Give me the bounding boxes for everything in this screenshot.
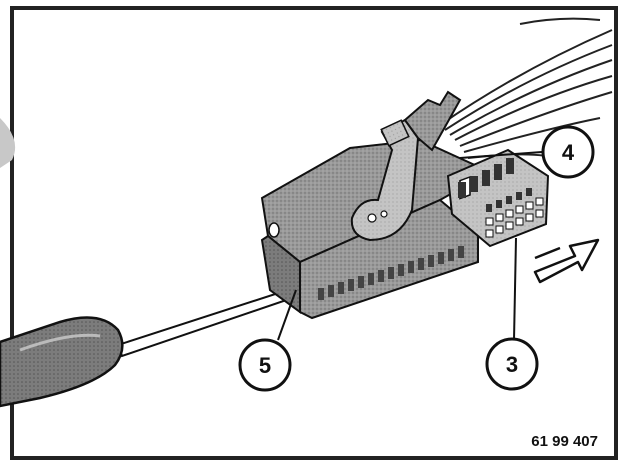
scan-edge-shadow xyxy=(0,118,16,168)
wire-highlights xyxy=(441,33,613,149)
callout-3-label: 3 xyxy=(506,352,518,377)
callout-4-label: 4 xyxy=(562,140,575,165)
locking-lever xyxy=(350,90,462,242)
callout-5: 5 xyxy=(238,338,292,392)
pull-direction-arrow xyxy=(533,238,600,284)
callout-5-label: 5 xyxy=(259,353,271,378)
screwdriver xyxy=(0,284,306,408)
callout-3: 3 xyxy=(485,337,539,391)
insert-slots xyxy=(458,158,532,212)
figure-frame xyxy=(10,6,618,460)
wire-bundle xyxy=(439,17,613,161)
leader-lines xyxy=(277,151,543,341)
callout-4: 4 xyxy=(541,125,595,179)
figure-reference-number: 61 99 407 xyxy=(531,433,598,450)
insert-pin-grid xyxy=(485,197,544,238)
pin-socket-row xyxy=(318,246,464,300)
terminal-insert xyxy=(446,148,550,248)
